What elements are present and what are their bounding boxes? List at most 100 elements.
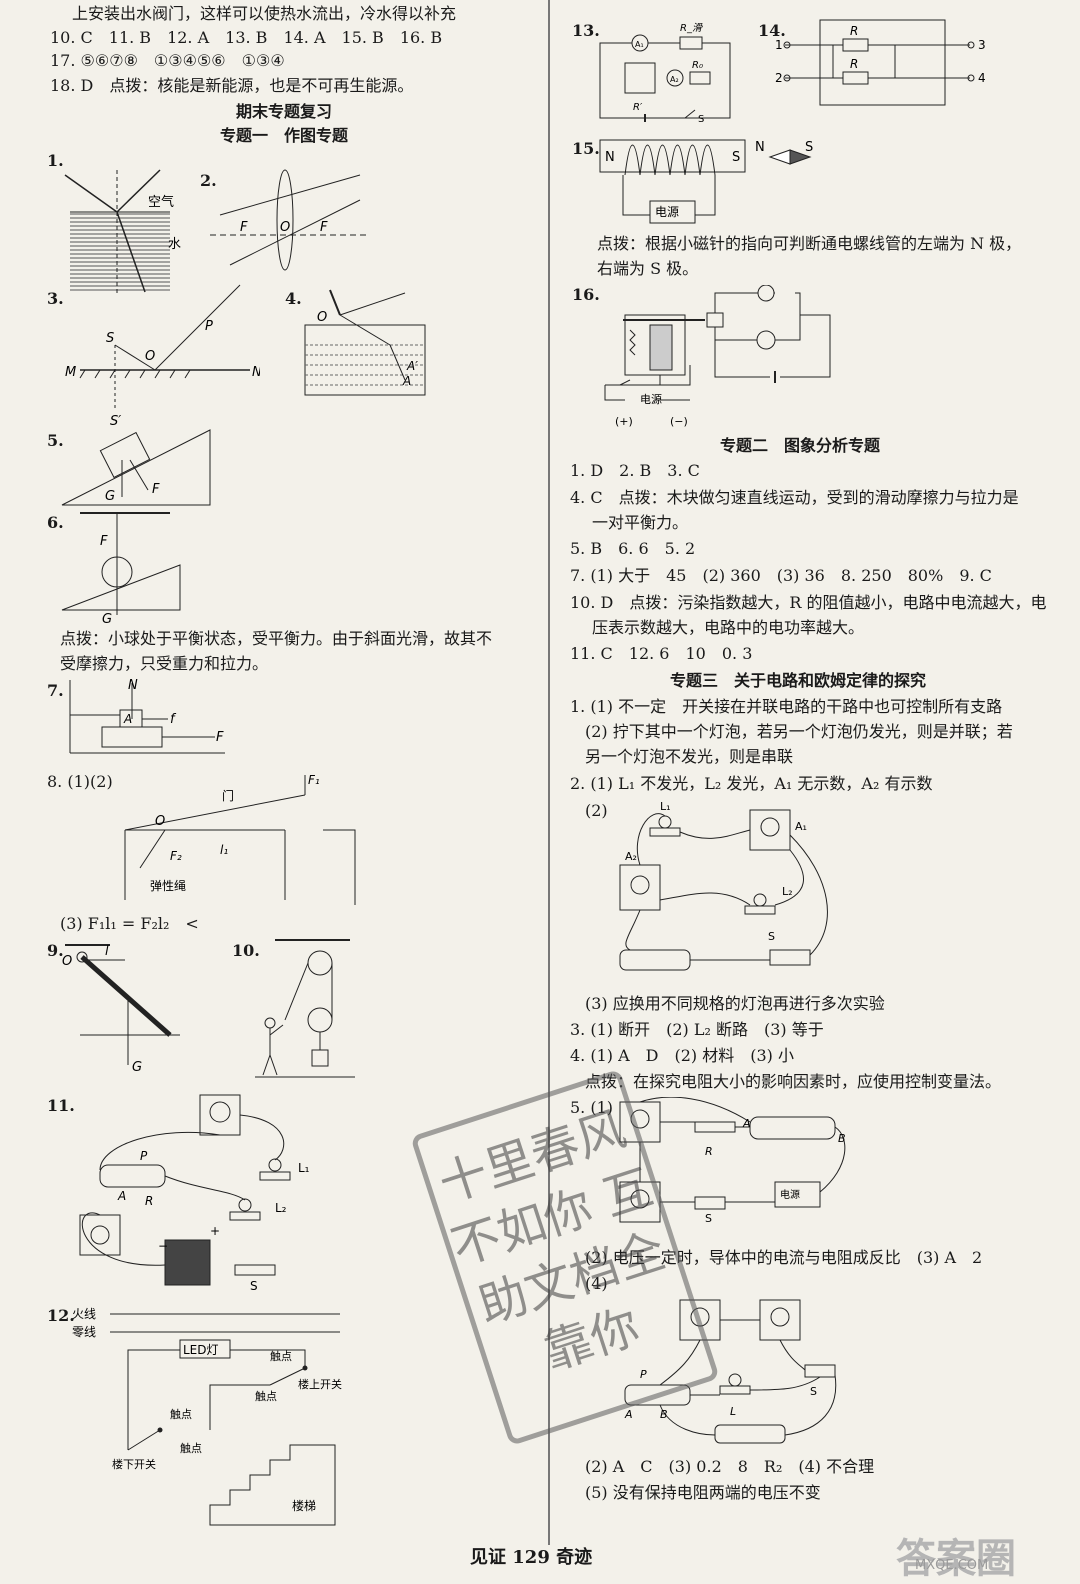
q-number: 7. bbox=[47, 681, 64, 700]
svg-text:A₁: A₁ bbox=[635, 40, 644, 49]
tip-note: 点拨：小球处于平衡状态，受平衡力。由于斜面光滑，故其不 bbox=[60, 629, 493, 648]
svg-text:触点: 触点 bbox=[170, 1407, 192, 1421]
figure-circuit-5-4: P A B L S bbox=[620, 1290, 860, 1450]
svg-text:电源: 电源 bbox=[780, 1188, 800, 1201]
svg-text:P: P bbox=[640, 1368, 647, 1381]
svg-text:M: M bbox=[65, 365, 76, 380]
svg-text:F₂: F₂ bbox=[170, 849, 182, 863]
svg-text:(−): (−) bbox=[670, 415, 688, 428]
svg-text:R: R bbox=[850, 24, 858, 38]
svg-text:F₁: F₁ bbox=[308, 773, 320, 787]
figure-solenoid: 电源 N S N S bbox=[595, 135, 815, 225]
svg-text:N: N bbox=[128, 678, 138, 693]
tip-note: 点拨：根据小磁针的指向可判断通电螺线管的左端为 N 极， bbox=[597, 234, 1022, 253]
svg-text:f: f bbox=[170, 712, 177, 727]
figure-door-lever: O F₁ F₂ l₁ 门 弹性绳 bbox=[110, 770, 370, 905]
svg-text:S: S bbox=[732, 150, 740, 165]
svg-text:B: B bbox=[660, 1408, 668, 1421]
section-title: 期末专题复习 bbox=[236, 102, 333, 121]
svg-text:S: S bbox=[810, 1385, 817, 1398]
answer-line: (2) bbox=[585, 801, 608, 820]
svg-text:N: N bbox=[252, 365, 260, 380]
svg-text:R: R bbox=[850, 57, 858, 71]
svg-text:F: F bbox=[152, 482, 160, 497]
text-line: 上安装出水阀门，这样可以使热水流出，冷水得以补充 bbox=[72, 4, 457, 23]
q-number: 11. bbox=[47, 1096, 75, 1115]
svg-text:(+): (+) bbox=[615, 415, 633, 428]
svg-text:S: S bbox=[106, 331, 114, 346]
watermark-url: MXQE.COM bbox=[915, 1558, 989, 1573]
svg-text:L₁: L₁ bbox=[298, 1161, 310, 1175]
water-label: 水 bbox=[168, 237, 181, 252]
answer-line: 另一个灯泡不发光，则是串联 bbox=[585, 747, 794, 766]
svg-text:电源: 电源 bbox=[640, 392, 662, 406]
figure-pulley bbox=[255, 935, 365, 1085]
svg-text:F: F bbox=[240, 220, 248, 235]
q-number: 3. bbox=[47, 289, 64, 308]
svg-text:+: + bbox=[210, 1224, 220, 1238]
svg-text:触点: 触点 bbox=[270, 1349, 292, 1363]
svg-text:G: G bbox=[132, 1060, 142, 1075]
tip-note: 受摩擦力，只受重力和拉力。 bbox=[60, 654, 269, 673]
svg-text:门: 门 bbox=[222, 788, 234, 803]
figure-mirror-reflection: S O P M N S′ bbox=[60, 280, 260, 430]
svg-text:A: A bbox=[402, 374, 411, 388]
svg-text:S: S bbox=[705, 1212, 712, 1225]
svg-text:G: G bbox=[105, 489, 115, 504]
svg-text:L₁: L₁ bbox=[660, 800, 671, 813]
topic-title: 专题三 关于电路和欧姆定律的探究 bbox=[670, 671, 927, 690]
answer-line: 压表示数越大，电路中的电功率越大。 bbox=[592, 618, 865, 637]
tip-note: 点拨：在探究电阻大小的影响因素时，应使用控制变量法。 bbox=[585, 1072, 1002, 1091]
answer-line: 7. (1) 大于 45 (2) 360 (3) 36 8. 250 80% 9… bbox=[570, 566, 992, 585]
svg-text:S: S bbox=[805, 140, 813, 155]
figure-block-friction: N A f F bbox=[60, 675, 230, 760]
figure-circuit-13: A₁ A₂ R_滑 R′ R₀ S bbox=[595, 18, 745, 128]
svg-text:F: F bbox=[100, 534, 108, 549]
svg-text:电源: 电源 bbox=[655, 205, 679, 219]
q-number: 16. bbox=[572, 285, 600, 304]
q8-text: 8. (1)(2) bbox=[47, 772, 113, 791]
answer-line: (5) 没有保持电阻两端的电压不变 bbox=[585, 1483, 821, 1502]
svg-text:A: A bbox=[117, 1189, 126, 1203]
figure-stair-switch: 火线 零线 LED灯 触点 触点 触点 触点 楼上开关 楼下开关 楼梯 bbox=[70, 1300, 350, 1530]
svg-text:L: L bbox=[730, 1405, 736, 1418]
svg-text:零线: 零线 bbox=[72, 1325, 96, 1339]
svg-text:触点: 触点 bbox=[255, 1389, 277, 1403]
answer-line: (2) 电压一定时，导体中的电流与电阻成反比 (3) A 2 bbox=[585, 1248, 983, 1267]
answer-line: (3) 应换用不同规格的灯泡再进行多次实验 bbox=[585, 994, 885, 1013]
q-number: 9. bbox=[47, 941, 64, 960]
answer-line: 4. C 点拨：木块做匀速直线运动，受到的滑动摩擦力与拉力是 bbox=[570, 488, 1019, 507]
q-number: 1. bbox=[47, 151, 64, 170]
svg-text:楼下开关: 楼下开关 bbox=[112, 1457, 156, 1471]
svg-text:LED灯: LED灯 bbox=[183, 1343, 219, 1357]
q-number: 14. bbox=[758, 21, 786, 40]
q-number: 5. bbox=[47, 431, 64, 450]
watermark-logo: 答案圈 bbox=[896, 1536, 1016, 1582]
svg-text:3: 3 bbox=[978, 38, 986, 52]
svg-text:R_滑: R_滑 bbox=[680, 22, 703, 34]
svg-text:S′: S′ bbox=[110, 414, 121, 429]
figure-lens: F O F bbox=[210, 165, 370, 275]
topic-title: 专题二 图象分析专题 bbox=[720, 436, 881, 455]
svg-text:弹性绳: 弹性绳 bbox=[150, 879, 186, 893]
figure-rod-lever: O l G bbox=[60, 935, 190, 1075]
answer-line: (2) 拧下其中一个灯泡，若另一个灯泡仍发光，则是并联；若 bbox=[585, 722, 1013, 741]
svg-text:S: S bbox=[768, 930, 775, 943]
svg-text:1: 1 bbox=[775, 38, 783, 52]
topic-title: 专题一 作图专题 bbox=[220, 126, 349, 145]
svg-text:F: F bbox=[320, 220, 328, 235]
svg-text:F: F bbox=[216, 730, 224, 745]
svg-text:触点: 触点 bbox=[180, 1441, 202, 1455]
q-number: 4. bbox=[285, 289, 302, 308]
answer-line: 11. C 12. 6 10 0. 3 bbox=[570, 644, 753, 663]
svg-text:−: − bbox=[158, 1239, 168, 1253]
svg-text:R₀: R₀ bbox=[692, 60, 703, 71]
q-number: 2. bbox=[200, 171, 217, 190]
figure-tank: O A′ A bbox=[295, 285, 435, 400]
figure-refraction: 空气 水 bbox=[60, 160, 200, 300]
q-number: 15. bbox=[572, 139, 600, 158]
figure-circuit-2-2: L₁ A₁ A₂ L₂ S bbox=[610, 795, 870, 985]
svg-text:A: A bbox=[624, 1408, 633, 1421]
svg-text:S: S bbox=[250, 1279, 258, 1293]
page-footer: 见证 129 奇迹 bbox=[470, 1547, 593, 1568]
